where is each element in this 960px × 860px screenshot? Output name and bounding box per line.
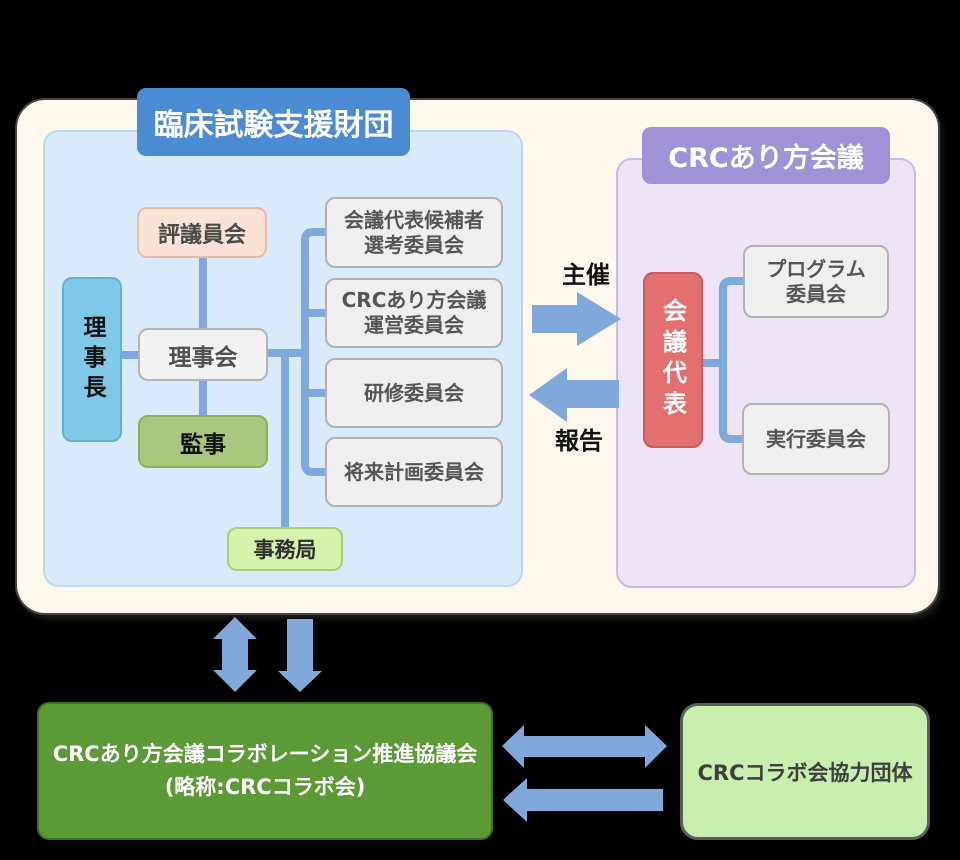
host-label: 主催 <box>562 261 610 289</box>
collaboration-abbreviation: (略称:CRCコラボ会) <box>164 775 366 799</box>
committee-box-program: プログラム 委員会 <box>743 245 889 318</box>
collab-arrow-updown <box>213 617 257 692</box>
board-box: 理事会 <box>138 328 268 381</box>
councilors-box: 評議員会 <box>137 207 267 258</box>
committee-box-candidate-selection: 会議代表候補者 選考委員会 <box>325 197 503 268</box>
committee-box-steering: CRCあり方会議 運営委員会 <box>325 278 503 348</box>
partner-organizations-box: CRCコラボ会協力団体 <box>680 703 930 840</box>
report-label: 報告 <box>555 427 603 455</box>
chairman-box: 理事長 <box>79 314 105 405</box>
council-title: CRCあり方会議 <box>642 127 890 184</box>
auditor-box: 監事 <box>138 415 268 468</box>
secretariat-box: 事務局 <box>227 527 343 571</box>
committee-box-future-planning: 将来計画委員会 <box>325 437 503 507</box>
collaboration-name: CRCあり方会議コラボレーション推進協議会 <box>52 742 478 767</box>
partner-arrow-left <box>503 778 663 822</box>
collab-arrow-down <box>278 619 322 692</box>
committee-box-training: 研修委員会 <box>325 358 503 428</box>
collaboration-council-box: CRCあり方会議コラボレーション推進協議会 (略称:CRCコラボ会) <box>37 702 493 840</box>
foundation-title: 臨床試験支援財団 <box>137 88 410 156</box>
representative-box: 会議代表 <box>658 298 687 422</box>
committee-box-executive: 実行委員会 <box>742 403 890 475</box>
partner-arrow-leftright <box>502 725 667 768</box>
